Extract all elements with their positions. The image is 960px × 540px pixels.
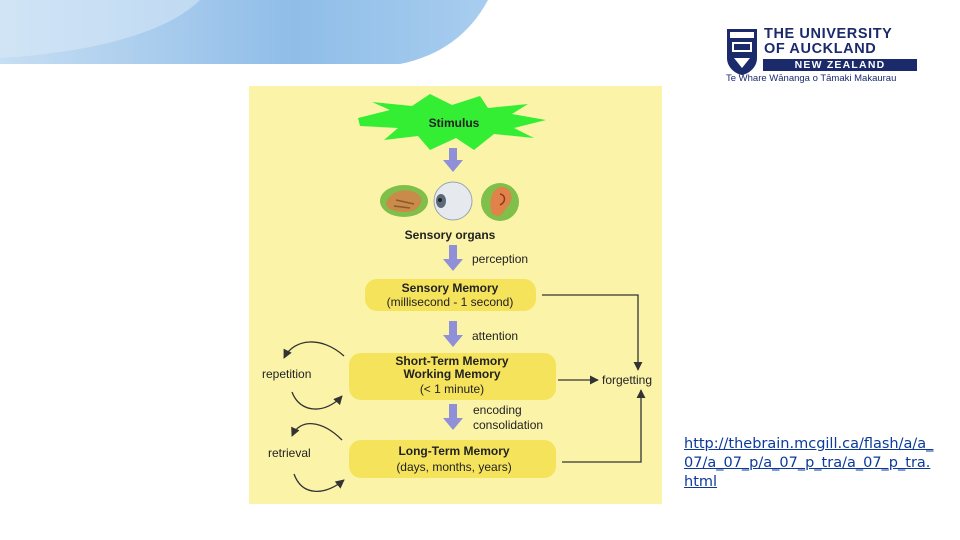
perception-label: perception	[472, 252, 528, 266]
repetition-loop-arrows	[283, 341, 345, 410]
stimulus-starburst	[358, 94, 546, 150]
stimulus-label: Stimulus	[429, 116, 480, 130]
university-logo: THE UNIVERSITY OF AUCKLAND NEW ZEALAND T…	[726, 26, 922, 84]
sensory-memory-box	[365, 279, 536, 311]
logo-maori-name: Te Whare Wānanga o Tāmaki Makaurau	[726, 73, 897, 84]
logo-country-band: NEW ZEALAND	[763, 59, 917, 71]
retrieval-loop-arrows	[291, 423, 345, 492]
hand-icon	[380, 185, 428, 217]
long-term-subtitle: (days, months, years)	[396, 460, 511, 474]
short-term-line2: Working Memory	[403, 367, 500, 381]
arrow-encoding	[443, 404, 463, 430]
ear-icon	[481, 183, 519, 221]
consolidation-label: consolidation	[473, 418, 543, 432]
long-term-memory-box	[349, 440, 556, 478]
logo-line-1: THE UNIVERSITY	[764, 26, 893, 42]
sensory-organs-label: Sensory organs	[405, 228, 496, 242]
repetition-label: repetition	[262, 367, 311, 381]
arrow-perception	[443, 245, 463, 271]
long-term-title: Long-Term Memory	[398, 444, 509, 458]
arrow-stimulus-to-organs	[443, 148, 463, 172]
arrow-attention	[443, 321, 463, 347]
attention-label: attention	[472, 329, 518, 343]
source-link[interactable]: http://thebrain.mcgill.ca/flash/a/a_07/a…	[684, 436, 934, 490]
short-term-line3: (< 1 minute)	[420, 382, 484, 396]
logo-line-2: OF AUCKLAND	[764, 41, 877, 57]
retrieval-label: retrieval	[268, 446, 311, 460]
sensory-memory-title: Sensory Memory	[402, 281, 499, 295]
encoding-label: encoding	[473, 403, 522, 417]
header-wave-highlight	[0, 0, 200, 58]
forgetting-connectors	[542, 294, 646, 463]
sensory-memory-subtitle: (millisecond - 1 second)	[387, 295, 514, 309]
short-term-line1: Short-Term Memory	[395, 354, 508, 368]
university-crest-icon	[727, 29, 757, 75]
short-term-memory-box	[349, 353, 556, 400]
forgetting-label: forgetting	[602, 373, 652, 387]
eye-icon	[433, 181, 473, 221]
